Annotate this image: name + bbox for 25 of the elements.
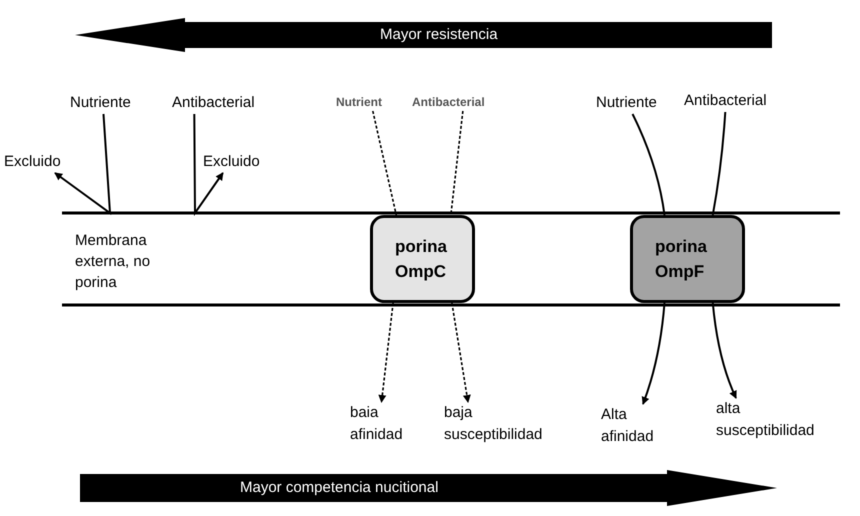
node-label: Antibacterial <box>172 93 255 113</box>
porin-label: porina OmpF <box>655 236 708 283</box>
node-label: Nutriente <box>596 93 657 113</box>
node-label: Excluido <box>203 152 260 172</box>
arrow <box>378 302 394 403</box>
porin-box <box>370 215 475 303</box>
node-label: Antibacterial <box>412 94 485 111</box>
porin-box <box>630 215 745 303</box>
arrow <box>642 302 666 405</box>
node-label: alta susceptibilidad <box>716 399 816 441</box>
porin-label: porina OmpC <box>395 236 448 283</box>
arrow-label: Mayor competencia nucitional <box>240 478 438 498</box>
arrow <box>54 114 112 216</box>
node-label: baja susceptibilidad <box>444 403 544 445</box>
node-label: Excluido <box>4 152 61 172</box>
node-label: Nutriente <box>70 93 131 113</box>
node-label: Antibacterial <box>684 91 767 111</box>
node-label: baia afinidad <box>350 403 404 445</box>
arrow <box>193 114 224 216</box>
membrane-label: Membrana externa, no porina <box>75 231 152 293</box>
node-label: Nutrient <box>336 94 382 111</box>
arrow-label: Mayor resistencia <box>380 25 498 45</box>
arrow <box>712 302 737 399</box>
node-label: Alta afinidad <box>601 405 655 447</box>
arrow <box>451 302 471 403</box>
